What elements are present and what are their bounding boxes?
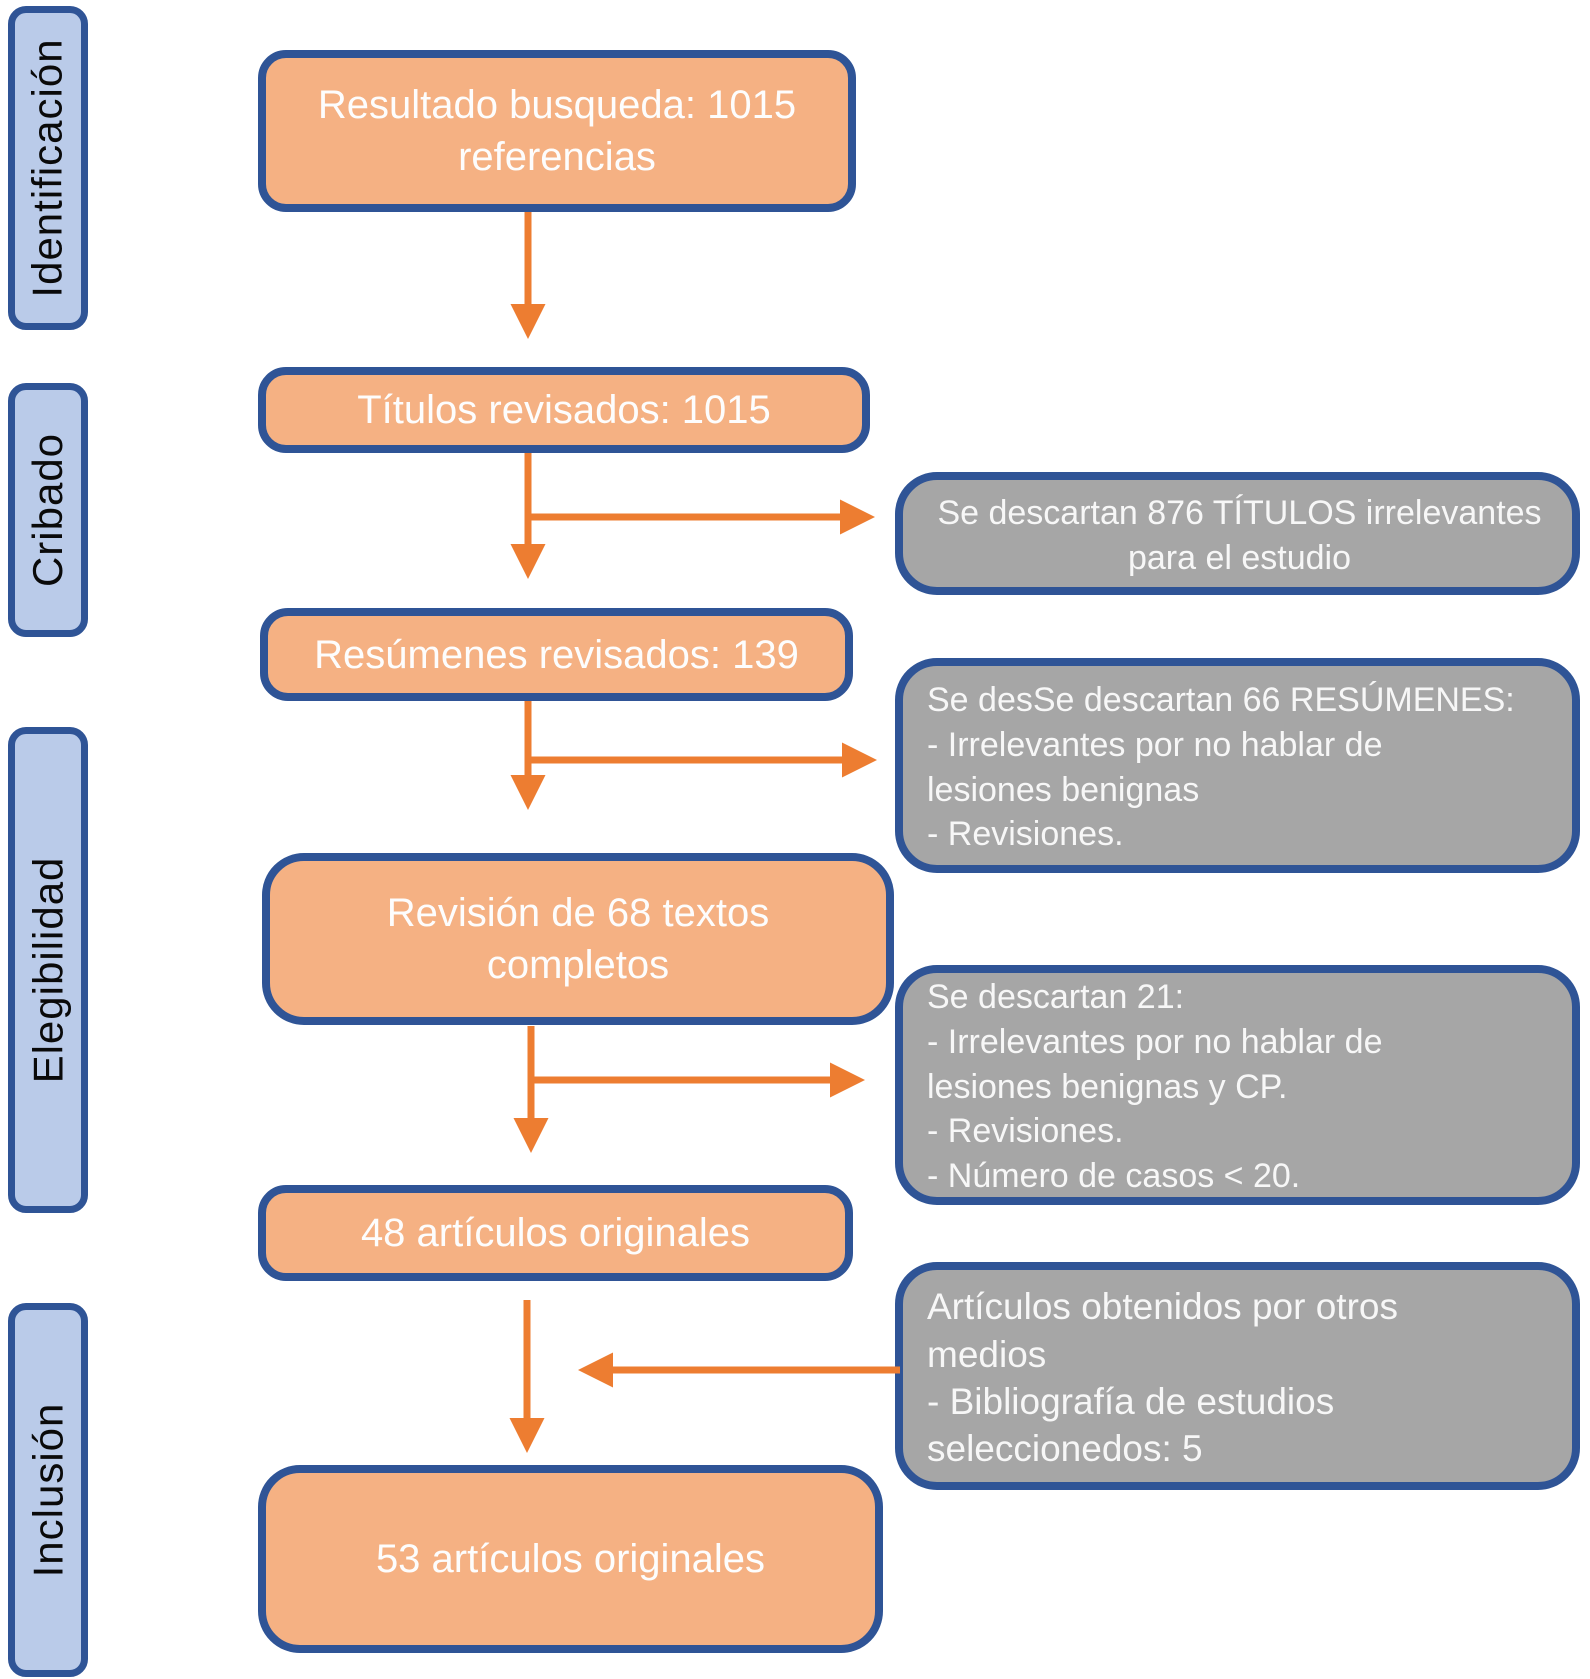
side-box-descarte-resumenes: Se desSe descartan 66 RESÚMENES: - Irrel… [895, 658, 1580, 873]
flow-box-revision-textos-completos: Revisión de 68 textos completos [262, 853, 894, 1025]
stage-label-identificacion: Identificación [8, 6, 88, 330]
side-box-line: lesiones benignas y CP. [927, 1067, 1288, 1106]
flow-box-text: Resultado busqueda: 1015 referencias [317, 83, 797, 179]
side-box-line: Se descartan 21: [927, 977, 1185, 1016]
side-box-line: - Bibliografía de estudios [927, 1381, 1335, 1422]
side-box-line: - Irrelevantes por no hablar de [927, 725, 1383, 764]
flow-box-text: Revisión de 68 textos completos [386, 891, 770, 987]
flow-box-titulos-revisados: Títulos revisados: 1015 [258, 367, 870, 453]
side-box-line: lesiones benignas [927, 770, 1200, 809]
side-box-line: - Revisiones. [927, 1112, 1124, 1151]
flow-box-text: Títulos revisados: 1015 [357, 388, 771, 432]
flow-box-text: 53 artículos originales [375, 1537, 766, 1581]
flow-box-resumenes-revisados: Resúmenes revisados: 139 [260, 608, 853, 701]
side-box-line: seleccionedos: 5 [927, 1428, 1203, 1470]
stage-label-elegibilidad: Elegibilidad [8, 727, 88, 1213]
side-box-articulos-otros-medios: Artículos obtenidos por otros medios - B… [895, 1262, 1580, 1490]
flow-box-53-articulos: 53 artículos originales [258, 1465, 883, 1653]
side-box-line: - Irrelevantes por no hablar de [927, 1022, 1383, 1061]
stage-label-cribado: Cribado [8, 383, 88, 637]
stage-label-inclusion: Inclusión [8, 1303, 88, 1677]
flow-box-text: Resúmenes revisados: 139 [314, 632, 799, 677]
side-box-line: para el estudio [1127, 538, 1352, 577]
side-box-line: - Revisiones. [927, 815, 1124, 854]
side-box-descarte-textos: Se descartan 21: - Irrelevantes por no h… [895, 965, 1580, 1205]
side-box-line: Artículos obtenidos por otros [927, 1286, 1398, 1328]
side-box-descarte-titulos: Se descartan 876 TÍTULOS irrelevantes pa… [895, 472, 1580, 595]
side-box-line: Se desSe descartan 66 RESÚMENES: [927, 680, 1515, 719]
side-box-line: Se descartan 876 TÍTULOS irrelevantes [937, 493, 1542, 532]
side-box-line: - Número de casos < 20. [927, 1157, 1301, 1196]
flow-box-resultado-busqueda: Resultado busqueda: 1015 referencias [258, 50, 856, 212]
side-box-line: medios [927, 1333, 1047, 1375]
flow-box-48-articulos: 48 artículos originales [258, 1185, 853, 1281]
flow-box-text: 48 artículos originales [360, 1211, 751, 1255]
